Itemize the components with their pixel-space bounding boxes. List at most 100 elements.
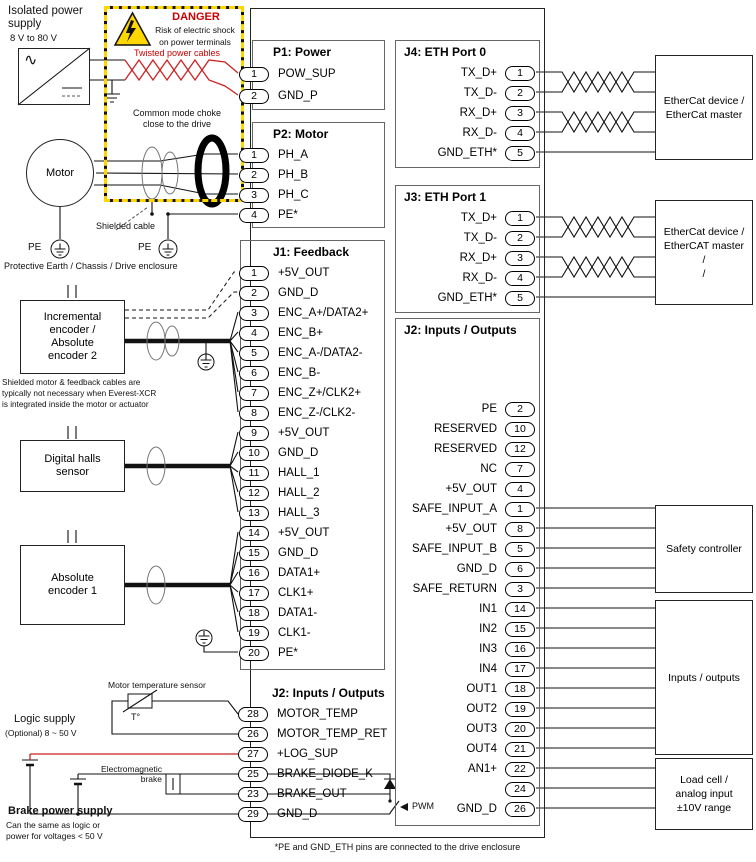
pin-row: 28 MOTOR_TEMP xyxy=(238,704,400,724)
pin-number: 4 xyxy=(239,207,269,223)
halls-box: Digital halls sensor xyxy=(20,440,125,492)
pin-number: 24 xyxy=(505,781,535,797)
pin-row: 13 HALL_3 xyxy=(239,503,384,523)
pin-number: 17 xyxy=(239,585,269,601)
pin-row: 14 IN1 xyxy=(396,599,539,619)
pin-label: IN4 xyxy=(479,663,497,675)
pin-label: PE xyxy=(481,403,497,415)
pin-number: 3 xyxy=(239,187,269,203)
pin-row: 1 POW_SUP xyxy=(239,63,384,85)
connector-p2-title: P2: Motor xyxy=(273,127,329,141)
pin-row: 17 IN4 xyxy=(396,659,539,679)
pin-label: RX_D+ xyxy=(459,107,497,119)
pin-label: ENC_A-/DATA2- xyxy=(278,347,363,359)
pin-label: PH_C xyxy=(278,189,309,201)
pin-label: TX_D+ xyxy=(460,67,497,79)
pin-row: 4 +5V_OUT xyxy=(396,479,539,499)
isolated-supply-box xyxy=(18,48,90,105)
pin-number: 10 xyxy=(505,421,535,437)
pin-row: 4 RX_D- xyxy=(396,123,539,143)
pin-number: 16 xyxy=(239,565,269,581)
pin-label: POW_SUP xyxy=(278,68,336,80)
connector-j2-right-pins: 2 PE 10 RESERVED 12 RESERVED 7 NC xyxy=(396,341,539,819)
pin-row: 4 PE* xyxy=(239,205,384,225)
pin-row: 2 GND_P xyxy=(239,85,384,107)
pin-row: 10 RESERVED xyxy=(396,419,539,439)
pin-row: 3 PH_C xyxy=(239,185,384,205)
pin-label: GND_ETH* xyxy=(437,147,497,159)
pin-label: TX_D- xyxy=(463,87,497,99)
pin-label: ENC_Z-/CLK2- xyxy=(278,407,356,419)
pin-number: 4 xyxy=(505,481,535,497)
connector-j3: J3: ETH Port 1 1 TX_D+ 2 TX_D- 3 RX_D+ xyxy=(395,185,540,313)
pin-label: CLK1- xyxy=(278,627,311,639)
pin-row: 18 OUT1 xyxy=(396,679,539,699)
pin-number: 20 xyxy=(505,721,535,737)
pin-number: 2 xyxy=(505,85,535,101)
pin-number: 19 xyxy=(505,701,535,717)
pin-number: 26 xyxy=(505,801,535,817)
connector-j2-left: J2: Inputs / Outputs 28 MOTOR_TEMP 26 MO… xyxy=(238,682,400,824)
inputs-outputs-box: Inputs / outputs xyxy=(655,600,753,755)
pin-row: 15 IN2 xyxy=(396,619,539,639)
pin-number: 21 xyxy=(505,741,535,757)
pin-number: 7 xyxy=(239,385,269,401)
pin-row: 26 GND_D xyxy=(396,799,539,819)
pin-number: 2 xyxy=(505,401,535,417)
pin-number: 17 xyxy=(505,661,535,677)
pin-row: 1 TX_D+ xyxy=(396,63,539,83)
pin-label: +5V_OUT xyxy=(278,267,330,279)
pin-label: IN1 xyxy=(479,603,497,615)
pin-label: ENC_B+ xyxy=(278,327,324,339)
pin-row: 2 PH_B xyxy=(239,165,384,185)
pin-row: 1 +5V_OUT xyxy=(239,263,384,283)
pin-row: 16 IN3 xyxy=(396,639,539,659)
shielded-cables xyxy=(125,338,230,588)
pin-row: 5 GND_ETH* xyxy=(396,143,539,163)
pin-number: 9 xyxy=(239,425,269,441)
connector-j3-pins: 1 TX_D+ 2 TX_D- 3 RX_D+ 4 RX_D- xyxy=(396,208,539,308)
protective-earth-label: Protective Earth / Chassis / Drive enclo… xyxy=(4,261,178,271)
pin-number: 16 xyxy=(505,641,535,657)
pin-row: 22 AN1+ xyxy=(396,759,539,779)
pin-label: BRAKE_DIODE_K xyxy=(277,768,373,780)
pin-label: BRAKE_OUT xyxy=(277,788,347,800)
connector-j3-title: J3: ETH Port 1 xyxy=(404,190,487,204)
connector-j1-title: J1: Feedback xyxy=(273,245,350,259)
pin-number: 3 xyxy=(505,105,535,121)
pin-label: ENC_B- xyxy=(278,367,321,379)
lightning-bolt-icon xyxy=(126,20,136,42)
pin-label: +5V_OUT xyxy=(278,427,330,439)
pin-number: 1 xyxy=(505,65,535,81)
pin-label: +5V_OUT xyxy=(445,523,497,535)
pin-label: SAFE_RETURN xyxy=(412,583,497,595)
pin-number: 1 xyxy=(239,66,269,82)
connector-p1-title: P1: Power xyxy=(273,45,332,59)
pin-number: 8 xyxy=(505,521,535,537)
pin-label: RX_D+ xyxy=(459,252,497,264)
pin-number: 2 xyxy=(239,167,269,183)
pin-row: 24 xyxy=(396,779,539,799)
pin-number: 4 xyxy=(505,125,535,141)
pin-row: 12 HALL_2 xyxy=(239,483,384,503)
logic-supply-sub: (Optional) 8 ~ 50 V xyxy=(5,728,77,738)
pin-label: GND_D xyxy=(456,563,497,575)
motor-temp-label: Motor temperature sensor xyxy=(108,680,206,690)
pin-row: 20 PE* xyxy=(239,643,384,663)
connector-p2: P2: Motor 1 PH_A 2 PH_B 3 PH_C xyxy=(239,122,385,228)
pin-number: 1 xyxy=(239,265,269,281)
pin-number: 18 xyxy=(505,681,535,697)
pin-number: 13 xyxy=(239,505,269,521)
pin-row: 11 HALL_1 xyxy=(239,463,384,483)
junction-dots xyxy=(76,212,392,816)
em-brake-label: Electromagnetic brake xyxy=(101,764,162,784)
pin-number: 5 xyxy=(505,145,535,161)
encoder2-box: Incremental encoder / Absolute encoder 2 xyxy=(20,300,125,374)
drive-enclosure xyxy=(250,8,545,838)
pin-number: 6 xyxy=(505,561,535,577)
pin-label: RX_D- xyxy=(462,127,497,139)
pin-label: OUT2 xyxy=(466,703,497,715)
pin-label: RESERVED xyxy=(433,443,497,455)
pin-label: GND_D xyxy=(278,287,319,299)
pin-label: IN3 xyxy=(479,643,497,655)
